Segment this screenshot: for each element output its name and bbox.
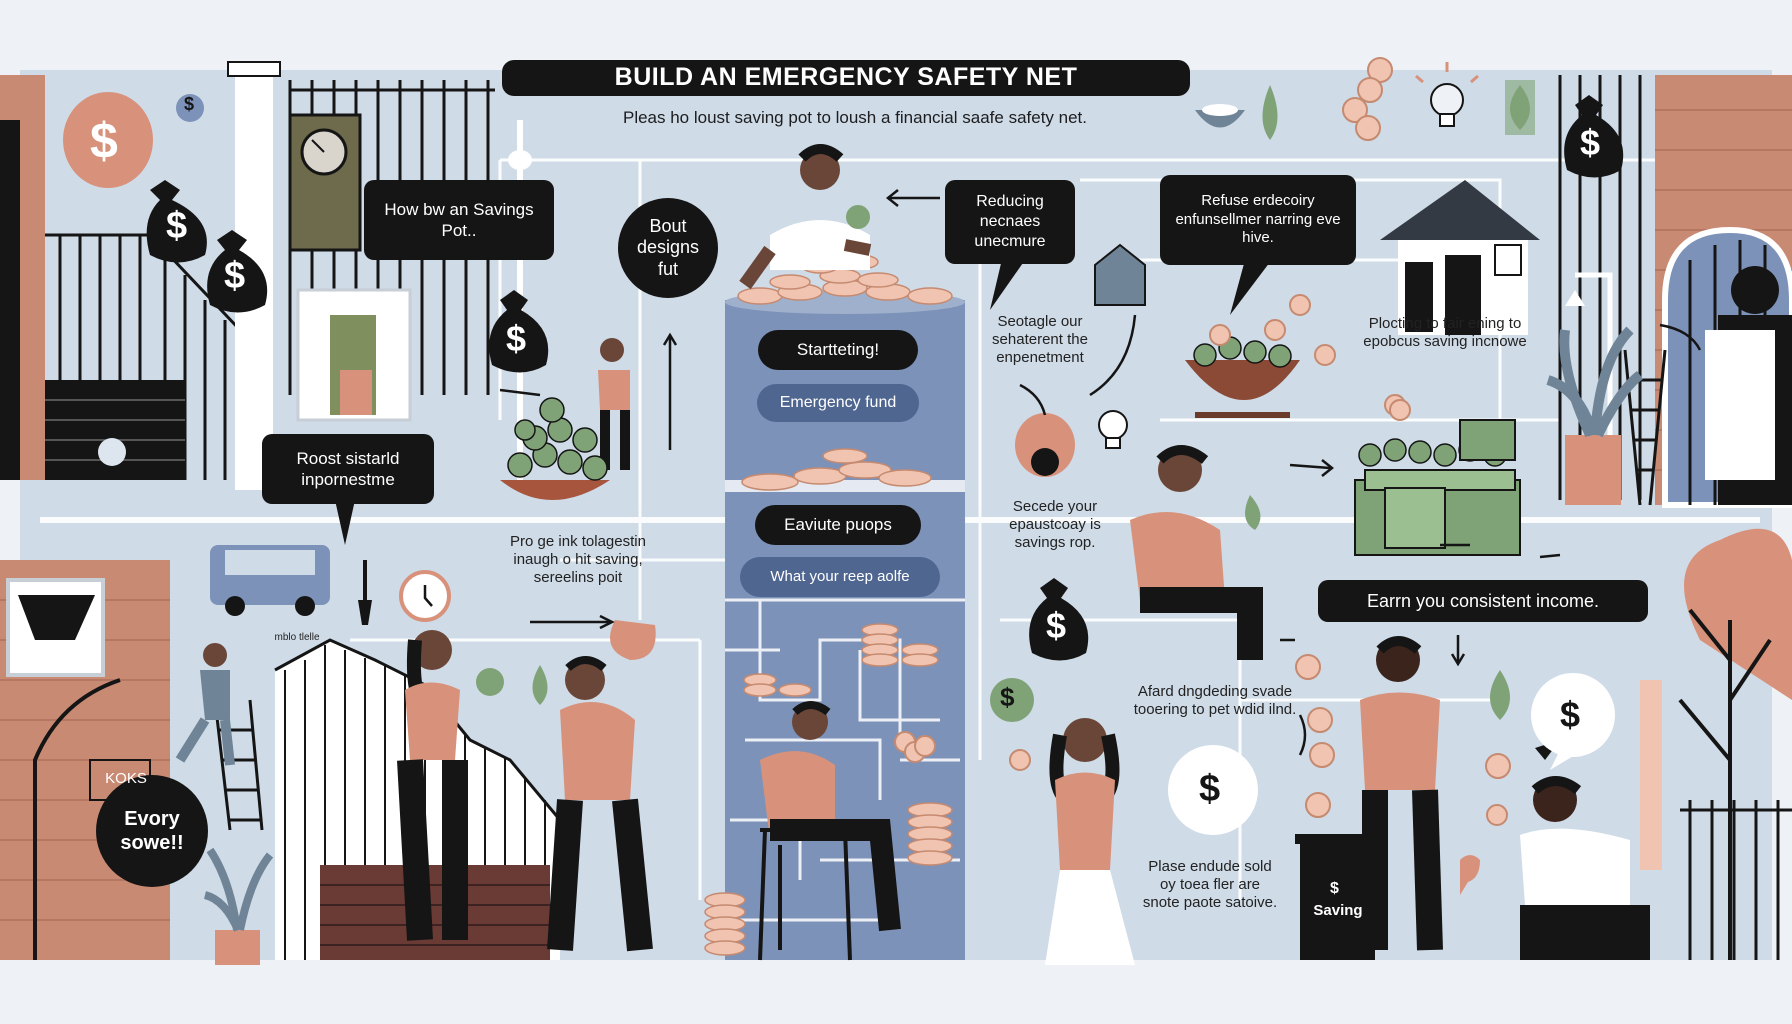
dollar-sign-icon: $ [1199, 768, 1221, 810]
callout-reducing: Reducing necnaes unecmure [945, 180, 1075, 264]
dollar-sign-icon: $ [166, 205, 188, 247]
caption-mblo: mblo tlelle [274, 632, 320, 643]
caption-secede: Secede your epaustcoay is savings rop. [1009, 498, 1101, 551]
callout-roost: Roost sistarld inpornestme [262, 434, 434, 504]
dollar-sign-icon: $ [1560, 694, 1581, 735]
dollar-sign-icon: $ [184, 94, 195, 114]
callout-every-sowe: Evory sowe!! [96, 775, 208, 887]
callout-refuse: Refuse erdecoiry enfunsellmer narring ev… [1160, 175, 1356, 265]
caption-afard: Afard dngdeding svade tooering to pet wd… [1133, 683, 1297, 718]
callout-earn-income: Earrn you consistent income. [1318, 580, 1648, 622]
dollar-sign-icon: $ [1580, 122, 1601, 163]
pot-label-what-your: What your reep aolfe [740, 557, 940, 597]
money-bags [146, 95, 1624, 661]
caption-pro-ge: Pro ge ink tolagestin inaugh o hit savin… [510, 533, 646, 586]
pot-label-starting: Startteting! [758, 330, 918, 370]
bin-label: Saving [1313, 902, 1363, 919]
callout-how-savings-pot: How bw an Savings Pot.. [364, 180, 554, 260]
bin-dollar-icon: $ [1330, 880, 1339, 897]
page-title: BUILD AN EMERGENCY SAFETY NET [502, 60, 1190, 96]
dollar-sign-icon: $ [506, 318, 527, 359]
dollar-sign-icon: $ [1000, 682, 1015, 712]
caption-plocting: Plocting to fair ening to epobcus saving… [1363, 315, 1527, 350]
page-subtitle: Pleas ho loust saving pot to loush a fin… [622, 108, 1087, 127]
wall-sign: KOKS [105, 770, 147, 787]
dollar-sign-icon: $ [90, 113, 118, 169]
dollar-sign-icon: $ [1046, 605, 1067, 646]
callout-bout-designs: Bout designs fut [618, 198, 718, 298]
caption-sehaterent: Seotagle our sehaterent the enpenetment [992, 313, 1088, 366]
pot-label-evaluate: Eaviute puops [755, 505, 921, 545]
dollar-sign-icon: $ [224, 255, 246, 297]
saving-bin [1300, 840, 1375, 960]
caption-plase: Plase endude sold oy toea fler are snote… [1142, 858, 1278, 911]
pot-label-emergency-fund: Emergency fund [757, 384, 919, 422]
